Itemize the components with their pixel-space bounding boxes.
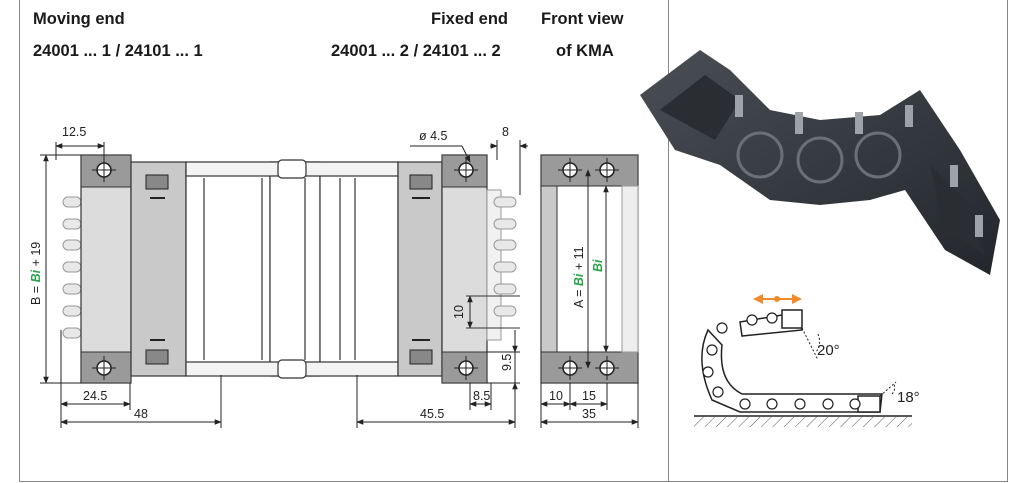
dim-b-formula: B = Bi + 19 (29, 242, 43, 305)
side-dimension-lines (40, 140, 528, 428)
moving-end-bracket (80, 154, 132, 384)
product-photo (640, 50, 1000, 275)
angle-20: 20° (817, 342, 840, 359)
drawing-frame (19, 0, 1008, 482)
dim-12-5: 12.5 (62, 125, 86, 139)
moving-end-title: Moving end (33, 10, 125, 28)
angle-18: 18° (897, 389, 920, 406)
front-view-sub: of KMA (556, 42, 614, 60)
side-view (62, 154, 520, 384)
fixed-end-parts: 24001 ... 2 / 24101 ... 2 (331, 42, 501, 60)
bending-schematic: 20° 18° (694, 294, 920, 427)
fixed-end-bracket (441, 154, 488, 384)
front-dimension-values: A = Bi + 11 Bi 10 15 35 (549, 246, 605, 421)
front-view (540, 154, 639, 384)
panel-divider (668, 0, 669, 482)
front-dimension-lines (540, 169, 639, 428)
dim-phi-4-5: ø 4.5 (419, 129, 448, 143)
fixed-end-title: Fixed end (431, 10, 509, 28)
side-dimension-values: 12.5 ø 4.5 8 24.5 48 45.5 8.5 9.5 10 B =… (29, 125, 514, 421)
dim-24-5: 24.5 (83, 389, 107, 403)
dim-10-front: 10 (549, 389, 563, 403)
front-view-title: Front view (541, 10, 624, 28)
dim-9-5: 9.5 (500, 354, 514, 371)
dim-10-side: 10 (452, 305, 466, 319)
dim-48: 48 (134, 407, 148, 421)
fixed-end-teeth (486, 189, 517, 341)
side-plate-right (397, 161, 443, 377)
dim-8-5: 8.5 (473, 389, 490, 403)
dim-45-5: 45.5 (420, 407, 444, 421)
chain-links (185, 159, 399, 379)
dim-8: 8 (502, 125, 509, 139)
dim-bi: Bi (591, 259, 605, 272)
dim-15: 15 (582, 389, 596, 403)
moving-end-parts: 24001 ... 1 / 24101 ... 1 (33, 42, 203, 60)
side-plate-left (130, 161, 187, 377)
dim-a-formula: A = Bi + 11 (572, 246, 586, 308)
dim-35: 35 (582, 407, 596, 421)
